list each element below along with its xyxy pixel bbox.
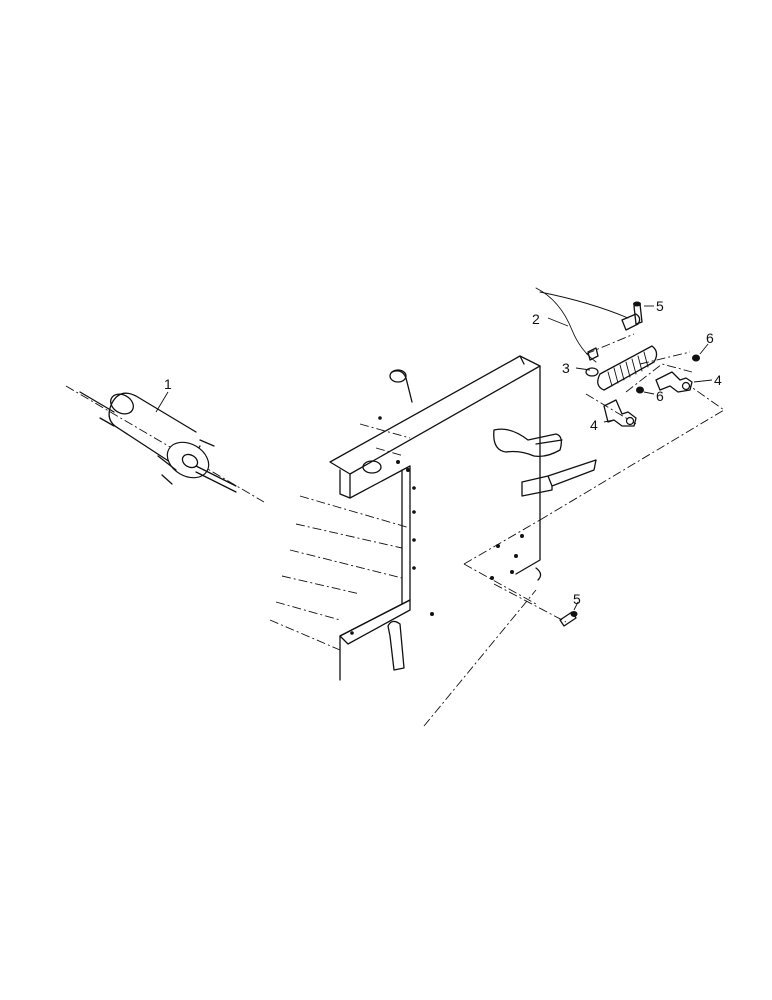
leader-2 [547, 317, 569, 327]
hose-elbow-detail [535, 439, 563, 445]
callout-6a: 6 [706, 330, 714, 346]
centre-line-bracket [585, 393, 637, 425]
nut-upper [692, 354, 700, 362]
part-6-nut-lower [636, 386, 655, 395]
plate-notch [535, 567, 542, 581]
motor-stud-1 [99, 417, 115, 427]
callout-3: 3 [562, 360, 570, 376]
cross-member-4 [275, 601, 341, 621]
centre-line-bolt [493, 583, 567, 623]
clip-bracket [521, 459, 597, 497]
part-4-bracket-right [655, 371, 713, 393]
frame-bracket [269, 355, 597, 681]
top-plate-flange [349, 465, 411, 499]
motor-end-cap [110, 393, 134, 415]
hose-elbow [493, 428, 562, 458]
motor-stud-3 [199, 439, 215, 447]
nut-lower [636, 386, 644, 394]
bolt-hole-2 [406, 468, 410, 472]
resistor-stud [587, 347, 599, 361]
lower-tube [387, 620, 405, 671]
rail-hole-1 [412, 486, 416, 490]
cross-member-1 [295, 523, 403, 549]
cross-member-6 [299, 495, 411, 529]
motor-shaft-right-2 [195, 471, 237, 493]
leader-4a [693, 379, 713, 383]
centre-line-resistor [585, 333, 635, 355]
top-plate-hole [362, 460, 382, 474]
rail-hole-5 [430, 612, 434, 616]
part-6-nut-upper [692, 343, 709, 362]
rail-hole-3 [412, 538, 416, 542]
top-plate-edge [339, 469, 351, 499]
motor-stud-4 [161, 474, 173, 485]
cross-member-2 [289, 549, 403, 579]
leader-5b [573, 601, 579, 611]
motor-shaft-left [79, 391, 115, 413]
bottom-hole [350, 631, 354, 635]
cross-member-8 [375, 447, 405, 457]
resistor-terminal-left [585, 367, 599, 377]
cross-member-5 [269, 619, 341, 651]
part-1-motor [65, 385, 265, 503]
callout-1: 1 [164, 376, 172, 392]
bolt-hole-1 [396, 460, 400, 464]
rear-tube-end [389, 369, 407, 383]
part-2-wire [535, 287, 641, 363]
leader-4b [603, 419, 615, 423]
callout-2: 2 [532, 311, 540, 327]
rail-hole-4 [412, 566, 416, 570]
resistor-coil [607, 351, 649, 387]
leader-1 [155, 391, 169, 413]
rear-hole [378, 416, 382, 420]
plate-hole-2 [514, 554, 518, 558]
motor-shaft-right [195, 465, 237, 487]
plate-outline-top [463, 519, 541, 565]
centre-line-lower [423, 589, 537, 727]
part-4-bracket-left [603, 399, 637, 427]
plate-hole-5 [490, 576, 494, 580]
side-plate-top-corner [519, 355, 525, 365]
plate-hole-3 [520, 534, 524, 538]
bracket-left-hole [625, 416, 635, 426]
centre-line-nut [639, 351, 691, 365]
part-5-screw-top [633, 301, 654, 325]
resistor-body [597, 345, 658, 391]
cross-member-3 [281, 575, 361, 595]
bottom-angle [339, 599, 411, 645]
cross-member-7 [359, 423, 411, 439]
callout-6b: 6 [656, 388, 664, 404]
callout-4a: 4 [714, 372, 722, 388]
motor-body-upper [111, 392, 197, 433]
plate-outline-left [463, 563, 537, 605]
plate-hole-1 [496, 544, 500, 548]
screw-bottom-shank [559, 611, 577, 627]
side-plate-right-edge [515, 365, 541, 575]
screw-top-head [633, 301, 641, 307]
centre-line-upper [539, 385, 725, 521]
wire-lead-1 [535, 287, 597, 363]
bracket-right [655, 371, 693, 393]
leader-6a [699, 343, 709, 355]
callout-5b: 5 [573, 591, 581, 607]
screw-top-shank [633, 303, 643, 325]
wire-lead-2 [539, 291, 629, 319]
screw-bottom-head [570, 611, 578, 617]
part-3-resistor [585, 345, 658, 391]
motor-stud-2 [157, 455, 177, 471]
callout-5a: 5 [656, 298, 664, 314]
callout-4b: 4 [590, 417, 598, 433]
top-plate [329, 355, 541, 475]
plate-hole-4 [510, 570, 514, 574]
rail-hole-2 [412, 510, 416, 514]
bracket-right-hole [681, 381, 691, 391]
leader-3 [575, 367, 591, 371]
leader-6b [643, 391, 655, 395]
motor-boss [181, 453, 199, 469]
motor-axis-line [65, 385, 265, 503]
rear-tube [391, 370, 413, 403]
part-5-screw-bottom [559, 601, 579, 627]
